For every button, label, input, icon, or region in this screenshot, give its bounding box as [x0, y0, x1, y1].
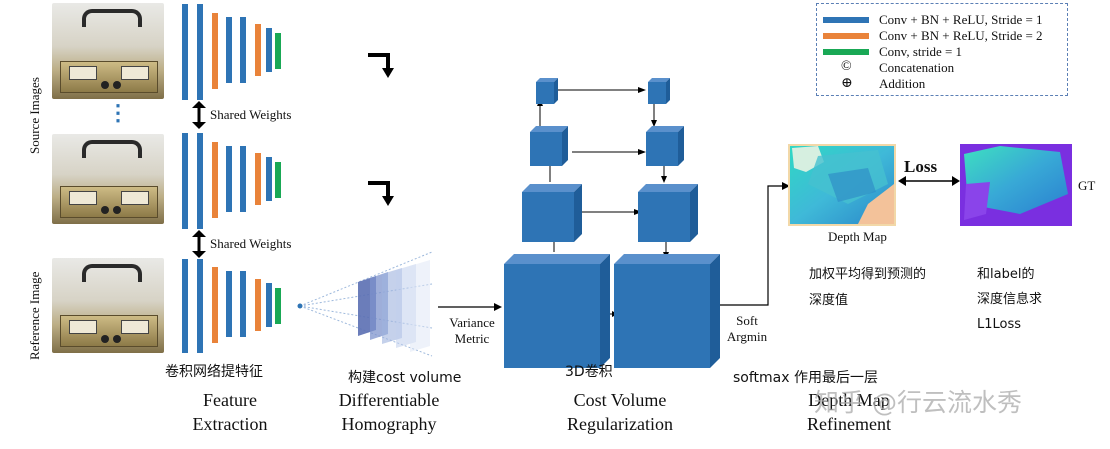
feature-cn-label: 卷积网络提特征 [165, 364, 263, 380]
depth-cn-label: softmax 作用最后一层 [733, 370, 878, 386]
concatenation-icon: © [841, 59, 852, 74]
shared-weights-label-1: Shared Weights [210, 107, 292, 122]
watermark: 知乎 @行云流水秀 [814, 388, 1022, 417]
cost-volume-network [504, 78, 720, 368]
variance-arrow [438, 303, 502, 311]
warp-arrow-1 [368, 53, 394, 78]
depth-map-label: Depth Map [828, 229, 887, 244]
legend-swatch-orange [823, 33, 869, 39]
depth-map-image [788, 144, 896, 226]
soft-argmin-arrow [720, 182, 790, 306]
homography-cn-label: 构建cost volume [348, 370, 462, 386]
cost-cn-label: 3D卷积 [565, 364, 613, 380]
legend-swatch-green [823, 49, 869, 55]
source-images-label: Source Images [27, 77, 42, 154]
gt-label: GT [1078, 178, 1096, 193]
shared-weights-arrow-2 [192, 230, 206, 258]
loss-arrow [898, 176, 960, 186]
shared-weights-arrow-1 [192, 101, 206, 129]
source-image-bottom [52, 134, 164, 224]
legend: Conv + BN + ReLU, Stride = 1 Conv + BN +… [816, 3, 1068, 96]
note-weighted-average: 加权平均得到预测的深度值 [809, 267, 927, 308]
reference-image-label: Reference Image [27, 271, 42, 360]
warp-arrow-2 [368, 181, 394, 206]
gt-image [960, 144, 1072, 226]
loss-label: Loss [904, 157, 938, 176]
reference-image [52, 258, 164, 353]
ellipsis: ⋮ [107, 100, 129, 125]
addition-icon: ⊕ [841, 76, 853, 91]
source-image-top [52, 3, 164, 99]
legend-swatch-blue [823, 17, 869, 23]
homography-frustum [297, 251, 433, 357]
shared-weights-label-2: Shared Weights [210, 236, 292, 251]
